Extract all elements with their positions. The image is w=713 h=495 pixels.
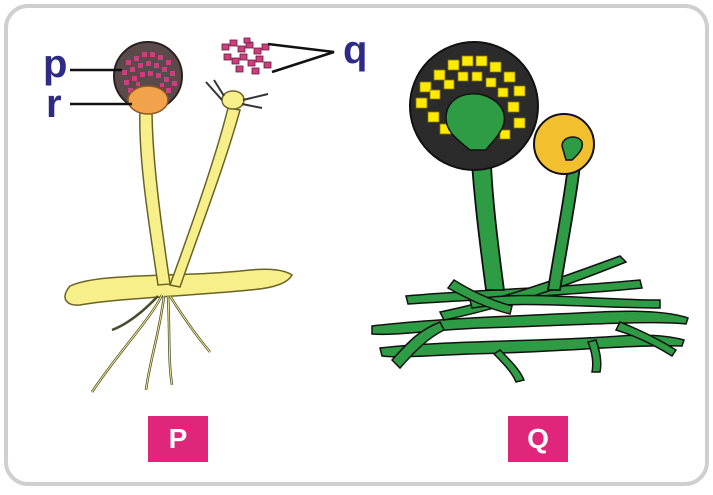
columella-empty (222, 91, 244, 109)
panel-tag-q: Q (508, 416, 568, 462)
columella (128, 86, 168, 114)
label-p: p (43, 44, 67, 84)
label-q: q (343, 30, 367, 70)
frame-border (6, 6, 707, 484)
panel-tag-p: P (148, 416, 208, 462)
label-r: r (46, 84, 62, 124)
